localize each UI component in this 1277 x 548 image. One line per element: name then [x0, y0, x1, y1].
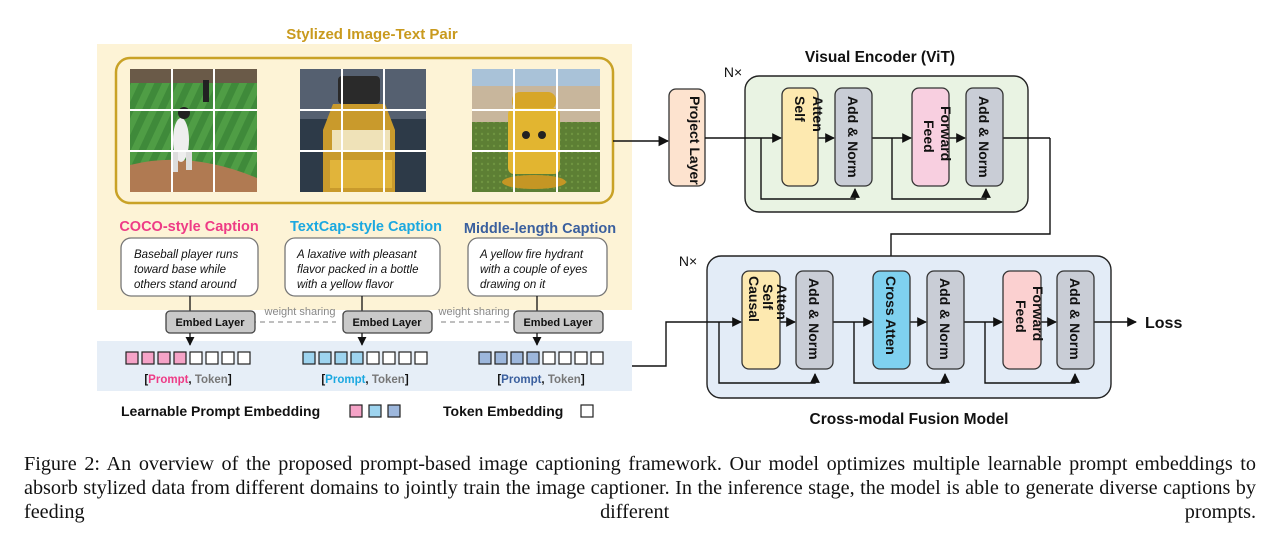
ve-self-atten: Self Atten [781, 87, 826, 187]
legend-token-label: Token Embedding [443, 403, 563, 419]
textcap-style-title: TextCap-style Caption [290, 219, 442, 235]
svg-text:others stand around: others stand around [134, 279, 237, 291]
svg-text:Embed Layer: Embed Layer [352, 317, 422, 329]
prompt-token-label-2: [Prompt, Token] [321, 374, 409, 386]
fm-causal-self-atten: Causal Self Atten [741, 270, 790, 370]
svg-text:Embed Layer: Embed Layer [523, 317, 593, 329]
prompt-token-label-3: [Prompt, Token] [497, 374, 585, 386]
svg-text:A yellow fire hydrant: A yellow fire hydrant [479, 249, 584, 261]
legend-token-swatch [580, 404, 594, 418]
ve-add-norm-1: Add & Norm [834, 87, 873, 187]
svg-text:A laxative with pleasant: A laxative with pleasant [296, 249, 418, 261]
svg-text:Forward: Forward [1030, 286, 1046, 341]
fm-add-norm-1: Add & Norm [795, 270, 834, 370]
svg-text:Add & Norm: Add & Norm [1067, 278, 1083, 360]
svg-text:Feed: Feed [1013, 300, 1029, 333]
loss-label: Loss [1145, 315, 1182, 332]
visual-encoder-repeat: N× [724, 64, 742, 80]
embedding-group-2 [302, 351, 428, 365]
svg-text:Atten: Atten [810, 96, 826, 132]
svg-text:with a yellow flavor: with a yellow flavor [297, 279, 395, 291]
svg-text:Causal: Causal [746, 276, 762, 322]
fusion-repeat: N× [679, 253, 697, 269]
svg-text:Cross Atten: Cross Atten [883, 276, 899, 355]
svg-text:Add & Norm: Add & Norm [806, 278, 822, 360]
prompt-token-label-1: [Prompt, Token] [144, 374, 232, 386]
ve-feed-forward: Feed Forward [911, 87, 954, 187]
svg-text:Self: Self [760, 284, 776, 310]
svg-text:Add & Norm: Add & Norm [976, 96, 992, 178]
weight-sharing-label-1: weight sharing [264, 306, 336, 318]
fm-feed-forward: Feed Forward [1002, 270, 1046, 370]
bottle-image [300, 69, 426, 192]
coco-caption-box: Baseball player runs toward base while o… [120, 237, 259, 297]
legend-prompt-label: Learnable Prompt Embedding [121, 403, 320, 419]
embedding-group-1 [125, 351, 251, 365]
svg-text:drawing on it: drawing on it [480, 279, 546, 291]
visual-encoder-title: Visual Encoder (ViT) [805, 49, 955, 66]
svg-text:Atten: Atten [774, 284, 790, 320]
baseball-image [130, 69, 257, 192]
project-layer: Project Layer [668, 88, 706, 187]
svg-text:Baseball player runs: Baseball player runs [134, 249, 238, 261]
embedding-group-3 [478, 351, 604, 365]
svg-text:with a couple of eyes: with a couple of eyes [480, 264, 588, 276]
fm-add-norm-2: Add & Norm [926, 270, 965, 370]
textcap-caption-box: A laxative with pleasant flavor packed i… [284, 237, 441, 297]
image-group-frame [114, 56, 615, 205]
embed-layer-3: Embed Layer [513, 310, 604, 334]
svg-text:Embed Layer: Embed Layer [175, 317, 245, 329]
fm-add-norm-3: Add & Norm [1056, 270, 1095, 370]
coco-style-title: COCO-style Caption [119, 219, 258, 235]
svg-text:Forward: Forward [938, 106, 954, 161]
figure-caption-text: Figure 2: An overview of the proposed pr… [24, 453, 1256, 523]
svg-text:Feed: Feed [921, 120, 937, 153]
framework-diagram: Stylized Image-Text Pair [97, 26, 1182, 428]
svg-text:Self: Self [792, 96, 808, 122]
middle-length-title: Middle-length Caption [464, 221, 616, 237]
embed-layer-1: Embed Layer [165, 310, 256, 334]
fm-cross-atten: Cross Atten [872, 270, 911, 370]
stylized-pair-title: Stylized Image-Text Pair [286, 26, 458, 43]
ve-add-norm-2: Add & Norm [965, 87, 1004, 187]
hydrant-image [472, 69, 600, 192]
weight-sharing-label-2: weight sharing [438, 306, 510, 318]
middle-caption-box: A yellow fire hydrant with a couple of e… [467, 237, 608, 297]
fusion-model-title: Cross-modal Fusion Model [810, 411, 1009, 428]
svg-text:Add & Norm: Add & Norm [937, 278, 953, 360]
svg-text:flavor packed in a bottle: flavor packed in a bottle [297, 264, 418, 276]
figure-caption: Figure 2: An overview of the proposed pr… [24, 452, 1256, 548]
svg-text:toward base while: toward base while [134, 264, 226, 276]
embedding-strip [97, 341, 632, 391]
embed-layer-2: Embed Layer [342, 310, 433, 334]
svg-text:Project Layer: Project Layer [687, 96, 703, 185]
svg-text:Add & Norm: Add & Norm [845, 96, 861, 178]
legend-prompt-swatches [349, 404, 401, 418]
